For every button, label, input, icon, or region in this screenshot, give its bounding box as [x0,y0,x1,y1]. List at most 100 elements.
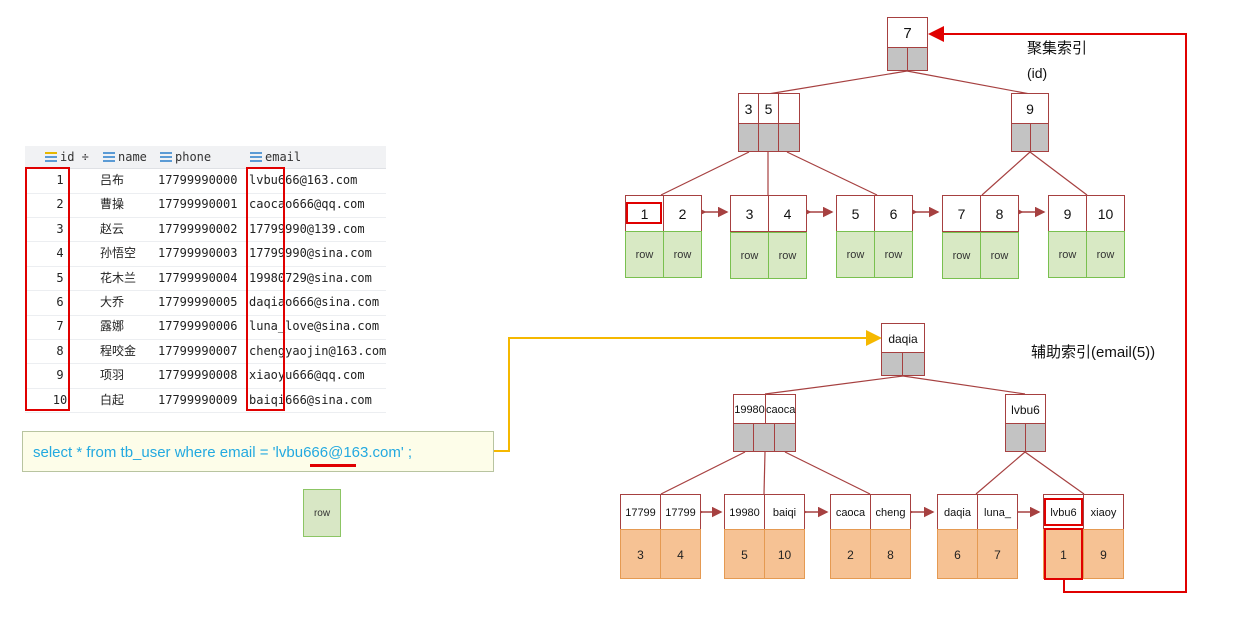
clustered-leaf-row: row [730,232,769,279]
cell-name: 白起 [100,392,125,407]
table-row[interactable]: 5 花木兰 17799990004 19980729@sina.com [25,266,386,292]
column-icon [250,152,262,162]
cell-id: 9 [56,368,64,383]
table-row[interactable]: 1 吕布 17799990000 lvbu666@163.com [25,168,386,194]
clustered-inner-key: 9 [1011,93,1049,124]
email-prefix-highlight [246,167,285,411]
column-header-email[interactable]: email [250,146,301,168]
cell-id: 8 [56,343,64,358]
secondary-leaf-id: 5 [724,529,765,579]
secondary-inner-pointer [1005,423,1026,452]
cell-id: 4 [56,246,64,261]
clustered-index-title: 聚集索引 [1027,40,1088,57]
clustered-root-pointer [907,47,928,71]
cell-name: 程咬金 [100,343,137,358]
primary-key-column-icon [45,152,57,162]
secondary-inner-key: lvbu6 [1005,394,1046,424]
cell-name: 项羽 [100,368,125,383]
secondary-inner-pointer [753,423,775,452]
clustered-root-key: 7 [887,17,928,48]
cell-phone: 17799990006 [158,319,238,334]
cell-name: 曹操 [100,197,125,212]
column-icon [160,152,172,162]
cell-id: 6 [56,295,64,309]
cell-id: 7 [56,319,64,334]
column-icon [103,152,115,162]
column-header-name[interactable]: name [103,146,147,168]
table-row[interactable]: 7 露娜 17799990006 luna_love@sina.com [25,314,386,340]
secondary-inner-pointer [1025,423,1046,452]
clustered-leaf-row: row [1048,231,1087,278]
clustered-inner-pointer [738,123,759,152]
clustered-leaf-key: 6 [874,195,913,232]
sql-query-box: select * from tb_user where email = 'lvb… [22,431,494,472]
secondary-inner-pointer [733,423,754,452]
secondary-inner-pointer [774,423,796,452]
secondary-leaf-key: daqia [937,494,978,530]
clustered-inner-pointer [778,123,800,152]
clustered-leaf-key: 2 [663,195,702,232]
cell-email: lvbu666@163.com [249,173,358,187]
column-header-id[interactable]: id ÷ [45,146,89,168]
column-header-phone[interactable]: phone [160,146,211,168]
secondary-leaf-id: 9 [1083,529,1124,579]
clustered-leaf-key: 4 [768,195,807,232]
cell-name: 吕布 [100,173,125,187]
leaf-key-highlight [1044,498,1083,526]
clustered-leaf-key: 8 [980,195,1019,232]
leaf-key-highlight [626,202,662,224]
clustered-leaf-key: 10 [1086,195,1125,232]
cell-email: caocao666@qq.com [249,197,365,212]
cell-phone: 17799990000 [158,173,238,187]
cell-id: 10 [52,392,68,407]
cell-id: 5 [56,270,64,285]
secondary-inner-key: 19980 [733,394,766,424]
cell-email: luna_love@sina.com [249,319,380,334]
cell-name: 赵云 [100,221,125,236]
clustered-inner-pointer [1030,123,1049,152]
secondary-leaf-id: 4 [660,529,701,579]
clustered-leaf-row: row [1086,231,1125,278]
secondary-leaf-id: 10 [764,529,805,579]
secondary-leaf-key: luna_ [977,494,1018,530]
clustered-leaf-key: 3 [730,195,769,232]
clustered-leaf-key: 9 [1048,195,1087,232]
cell-email: xiaoyu666@qq.com [249,368,365,383]
cell-id: 1 [56,173,64,187]
secondary-leaf-key: baiqi [764,494,805,530]
leaf-id-highlight [1044,528,1083,580]
secondary-leaf-key: cheng [870,494,911,530]
secondary-leaf-key: xiaoy [1083,494,1124,530]
secondary-leaf-key: 19980 [724,494,765,530]
clustered-leaf-row: row [663,231,702,278]
cell-name: 花木兰 [100,270,137,285]
secondary-leaf-key: caoca [830,494,871,530]
secondary-root-key: daqia [881,323,925,353]
cell-phone: 17799990004 [158,270,238,285]
clustered-leaf-row: row [980,232,1019,279]
cell-name: 露娜 [100,319,125,334]
table-header: id ÷ name phone email [25,146,386,169]
clustered-leaf-row: row [625,231,664,278]
cell-email: 17799990@sina.com [249,246,372,261]
clustered-leaf-row: row [942,232,981,279]
clustered-root-pointer [887,47,908,71]
clustered-inner-key: 3 [738,93,759,124]
clustered-inner-key: 5 [758,93,779,124]
clustered-leaf-row: row [768,232,807,279]
result-row: row [303,489,341,537]
clustered-leaf-row: row [836,231,875,278]
clustered-inner-pointer [1011,123,1031,152]
cell-name: 孙悟空 [100,246,137,261]
cell-email: 19980729@sina.com [249,270,372,285]
sql-query: select * from tb_user where email = 'lvb… [33,444,413,461]
cell-id: 2 [56,197,64,212]
secondary-leaf-id: 8 [870,529,911,579]
